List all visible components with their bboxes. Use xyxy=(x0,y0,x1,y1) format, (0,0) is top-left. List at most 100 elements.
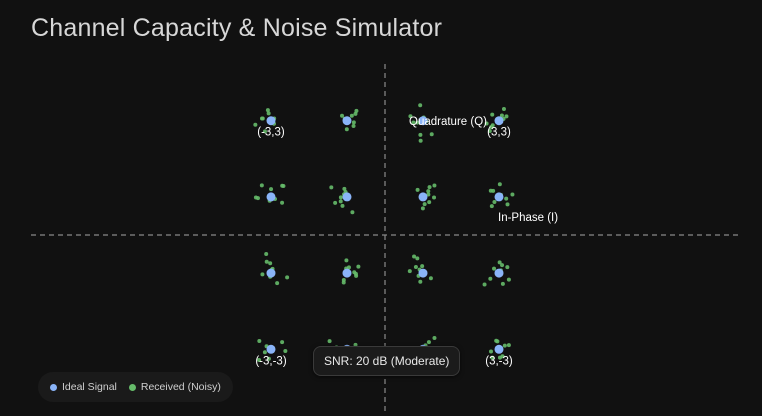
received-point xyxy=(266,356,271,361)
received-point xyxy=(427,185,432,190)
legend-item-received: Received (Noisy) xyxy=(128,381,221,393)
received-point xyxy=(489,204,494,209)
received-point xyxy=(426,189,431,194)
ideal-point xyxy=(266,116,276,126)
received-point xyxy=(427,200,432,205)
ideal-point xyxy=(494,192,504,202)
received-point xyxy=(491,188,496,193)
received-point xyxy=(350,210,355,215)
received-point xyxy=(490,355,495,360)
received-point xyxy=(351,123,356,128)
received-point xyxy=(428,276,433,281)
received-point xyxy=(411,120,416,125)
ideal-point xyxy=(342,192,352,202)
received-point xyxy=(257,357,262,362)
received-point xyxy=(482,282,487,287)
received-point xyxy=(426,340,431,345)
received-point xyxy=(344,258,349,263)
received-point xyxy=(492,200,497,205)
received-point xyxy=(407,269,412,274)
received-point xyxy=(504,196,509,201)
received-point xyxy=(281,184,286,189)
received-point xyxy=(255,196,260,201)
received-point xyxy=(502,343,507,348)
received-point xyxy=(285,275,290,280)
received-point xyxy=(497,182,502,187)
received-point xyxy=(501,107,506,112)
received-point xyxy=(257,339,262,344)
received-point xyxy=(265,108,270,113)
legend-label-ideal: Ideal Signal xyxy=(62,381,117,393)
ideal-signal-swatch-icon xyxy=(50,383,57,391)
received-point xyxy=(490,112,495,117)
received-point xyxy=(500,281,505,286)
received-point xyxy=(262,129,267,134)
received-point xyxy=(356,264,361,269)
received-point xyxy=(329,185,334,190)
ideal-point xyxy=(266,192,276,202)
received-point xyxy=(415,256,420,261)
received-point xyxy=(497,260,502,265)
received-point xyxy=(432,336,437,341)
received-point xyxy=(489,124,494,129)
ideal-point xyxy=(266,344,276,354)
received-point xyxy=(280,200,285,205)
received-point xyxy=(327,339,332,344)
received-point xyxy=(432,195,437,200)
corner-label-top-left: (-3,3) xyxy=(257,127,285,139)
received-point xyxy=(422,202,427,207)
received-point xyxy=(418,279,423,284)
corner-label-top-right: (3,3) xyxy=(487,127,511,139)
received-point xyxy=(506,343,511,348)
received-point xyxy=(269,187,274,192)
received-point xyxy=(412,254,417,259)
received-point xyxy=(342,186,347,191)
received-point xyxy=(340,203,345,208)
received-point xyxy=(418,132,423,137)
received-point xyxy=(283,349,288,354)
received-point xyxy=(510,192,515,197)
ideal-point xyxy=(494,344,504,354)
received-point xyxy=(429,132,434,137)
received-point xyxy=(280,340,285,345)
received-point xyxy=(259,116,264,121)
received-point xyxy=(415,120,420,125)
received-point xyxy=(499,113,504,118)
received-point xyxy=(346,265,351,270)
page-title: Channel Capacity & Noise Simulator xyxy=(31,14,443,42)
received-point xyxy=(354,273,359,278)
ideal-point xyxy=(494,268,504,278)
received-point xyxy=(275,281,280,286)
received-point xyxy=(344,127,349,132)
received-point xyxy=(266,111,271,116)
snr-badge: SNR: 20 dB (Moderate) xyxy=(313,346,461,376)
received-point xyxy=(504,114,509,119)
ideal-point xyxy=(418,268,428,278)
received-point xyxy=(264,259,269,264)
received-point xyxy=(426,192,431,197)
received-point xyxy=(340,113,345,118)
received-point xyxy=(413,265,418,270)
received-point xyxy=(264,252,269,257)
ideal-point xyxy=(342,268,352,278)
received-point xyxy=(487,128,492,133)
received-point xyxy=(420,206,425,211)
received-point xyxy=(260,272,265,277)
received-point xyxy=(338,195,343,200)
received-point xyxy=(341,280,346,285)
received-point xyxy=(492,266,497,271)
received-point xyxy=(505,202,510,207)
received-point xyxy=(353,111,358,116)
received-point xyxy=(268,261,273,266)
received-point xyxy=(488,349,493,354)
received-point xyxy=(418,103,423,108)
ideal-point xyxy=(418,116,428,126)
corner-label-bottom-right: (3,-3) xyxy=(485,355,513,367)
received-point xyxy=(259,183,264,188)
received-point xyxy=(349,113,354,118)
received-point xyxy=(352,270,357,275)
received-swatch-icon xyxy=(128,383,136,391)
received-point xyxy=(351,120,356,125)
ideal-point xyxy=(418,192,428,202)
